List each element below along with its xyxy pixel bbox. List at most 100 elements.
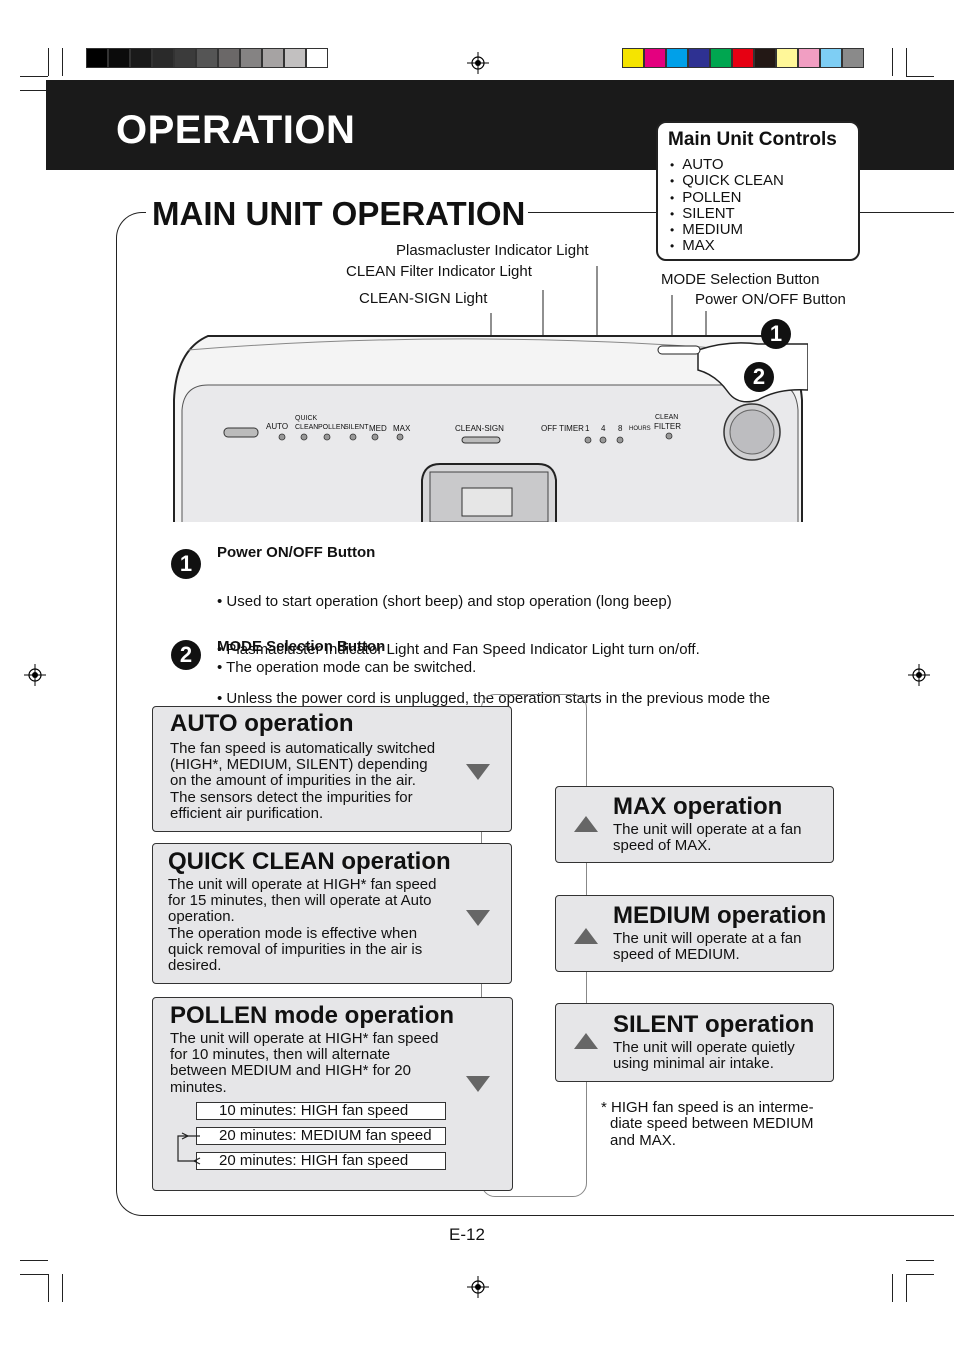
color-swatch [754, 48, 776, 68]
color-swatch [688, 48, 710, 68]
desc-line: for 10 minutes, then will alternate [170, 1046, 391, 1064]
crop-mark [62, 1274, 63, 1302]
desc-line: The unit will operate at a fan [613, 930, 802, 947]
callout-clean-sign-light: CLEAN-SIGN Light [359, 290, 488, 307]
section-title-background [146, 194, 528, 234]
desc-line: desired. [168, 957, 222, 975]
controls-item: SILENT [670, 205, 784, 222]
desc-line: speed of MAX. [613, 837, 712, 855]
gray-swatch [262, 48, 284, 68]
footnote-line: and MAX. [610, 1131, 676, 1149]
crop-mark [48, 1274, 49, 1302]
arrow-up-icon [574, 1033, 598, 1049]
pollen-schedule-row: 20 minutes: MEDIUM fan speed [196, 1127, 446, 1145]
crop-mark [20, 90, 48, 91]
color-swatch [732, 48, 754, 68]
step-2-marker: 2 [171, 640, 201, 670]
crop-mark [906, 48, 907, 76]
max-operation-title: MAX operation [613, 793, 783, 820]
step-1-marker: 1 [171, 549, 201, 579]
desc-line: The unit will operate at a fan [613, 821, 802, 838]
desc-line: for 15 minutes, then will operate at Aut… [168, 892, 432, 910]
arrow-down-icon [466, 764, 490, 780]
auto-operation-title: AUTO operation [170, 710, 354, 737]
color-swatch [622, 48, 644, 68]
crop-mark [20, 76, 48, 77]
auto-operation-box: AUTO operation The fan speed is automati… [152, 706, 512, 832]
step-1-title: Power ON/OFF Button [217, 544, 376, 561]
panel-label-clean-filter-top: CLEAN [655, 414, 679, 421]
callout-clean-filter-light: CLEAN Filter Indicator Light [346, 263, 532, 280]
page-title: OPERATION [116, 108, 356, 152]
silent-operation-desc: The unit will operate quietly using mini… [613, 1039, 795, 1073]
medium-operation-desc: The unit will operate at a fan speed of … [613, 930, 802, 964]
color-swatch [666, 48, 688, 68]
controls-item: MEDIUM [670, 221, 784, 238]
registration-mark-icon [24, 664, 46, 686]
desc-line: speed of MEDIUM. [613, 946, 740, 964]
desc-line: using minimal air intake. [613, 1055, 774, 1073]
max-operation-desc: The unit will operate at a fan speed of … [613, 821, 802, 855]
crop-mark [892, 48, 893, 76]
desc-line: The unit will operate at HIGH* fan speed [170, 1030, 439, 1047]
crop-mark [906, 1274, 907, 1302]
desc-line: The unit will operate quietly [613, 1039, 795, 1056]
quick-clean-operation-title: QUICK CLEAN operation [168, 848, 451, 875]
panel-label-max: MAX [393, 424, 411, 433]
main-unit-controls-box: Main Unit Controls AUTO QUICK CLEAN POLL… [656, 121, 860, 261]
arrow-up-icon [574, 816, 598, 832]
step-2-badge: 2 [744, 362, 774, 392]
desc-line: The operation mode is effective when [168, 924, 418, 942]
medium-operation-title: MEDIUM operation [613, 902, 827, 929]
panel-label-timer-4: 4 [601, 424, 606, 433]
callout-power-button: Power ON/OFF Button [695, 291, 846, 308]
step-2-title: MODE Selection Button [217, 638, 386, 655]
page-number: E-12 [449, 1225, 485, 1244]
medium-operation-box: MEDIUM operation The unit will operate a… [555, 895, 834, 972]
silent-operation-title: SILENT operation [613, 1011, 815, 1038]
controls-box-title: Main Unit Controls [668, 129, 837, 150]
panel-label-clean-sign: CLEAN-SIGN [455, 424, 504, 433]
gray-swatch [108, 48, 130, 68]
desc-line: The unit will operate at HIGH* fan speed [168, 876, 437, 893]
desc-line: The fan speed is automatically switched [170, 740, 436, 757]
registration-mark-icon [467, 52, 489, 74]
gray-swatch [130, 48, 152, 68]
panel-label-clean: CLEAN [295, 424, 319, 431]
section-title: MAIN UNIT OPERATION [152, 195, 526, 232]
pollen-operation-desc: The unit will operate at HIGH* fan speed… [170, 1030, 439, 1096]
auto-operation-desc: The fan speed is automatically switched … [170, 740, 436, 822]
callout-plasmacluster-light: Plasmacluster Indicator Light [396, 242, 589, 259]
desc-line: quick removal of impurities in the air i… [168, 940, 423, 958]
arrow-up-icon [574, 928, 598, 944]
gray-swatch [218, 48, 240, 68]
max-operation-box: MAX operation The unit will operate at a… [555, 786, 834, 863]
color-swatch [798, 48, 820, 68]
pollen-schedule-row: 10 minutes: HIGH fan speed [196, 1102, 446, 1120]
step-2-lines: • The operation mode can be switched. [217, 659, 476, 676]
gray-swatch [196, 48, 218, 68]
desc-line: between MEDIUM and HIGH* for 20 [170, 1062, 411, 1080]
controls-item: QUICK CLEAN [670, 172, 784, 189]
footnote: * HIGH fan speed is an interme- diate sp… [601, 1099, 841, 1149]
crop-mark [892, 1274, 893, 1302]
desc-line: operation. [168, 908, 235, 926]
crop-mark [20, 1260, 48, 1261]
desc-line: (HIGH*, MEDIUM, SILENT) depending [170, 756, 428, 774]
quick-clean-operation-desc: The unit will operate at HIGH* fan speed… [168, 876, 437, 975]
panel-label-timer-1: 1 [585, 424, 590, 433]
color-swatch [644, 48, 666, 68]
panel-label-silent: SILENT [344, 424, 369, 431]
panel-label-med: MED [369, 424, 387, 433]
panel-label-auto: AUTO [266, 422, 289, 431]
crop-mark [906, 1274, 934, 1275]
panel-label-hours: HOURS [629, 426, 651, 432]
arrow-down-icon [466, 1076, 490, 1092]
crop-mark [62, 48, 63, 76]
arrow-down-icon [466, 910, 490, 926]
panel-label-pollen: POLLEN [318, 424, 346, 431]
panel-label-off-timer: OFF TIMER [541, 424, 584, 433]
desc-line: minutes. [170, 1078, 227, 1096]
panel-label-filter: FILTER [654, 422, 681, 431]
gray-swatch [152, 48, 174, 68]
